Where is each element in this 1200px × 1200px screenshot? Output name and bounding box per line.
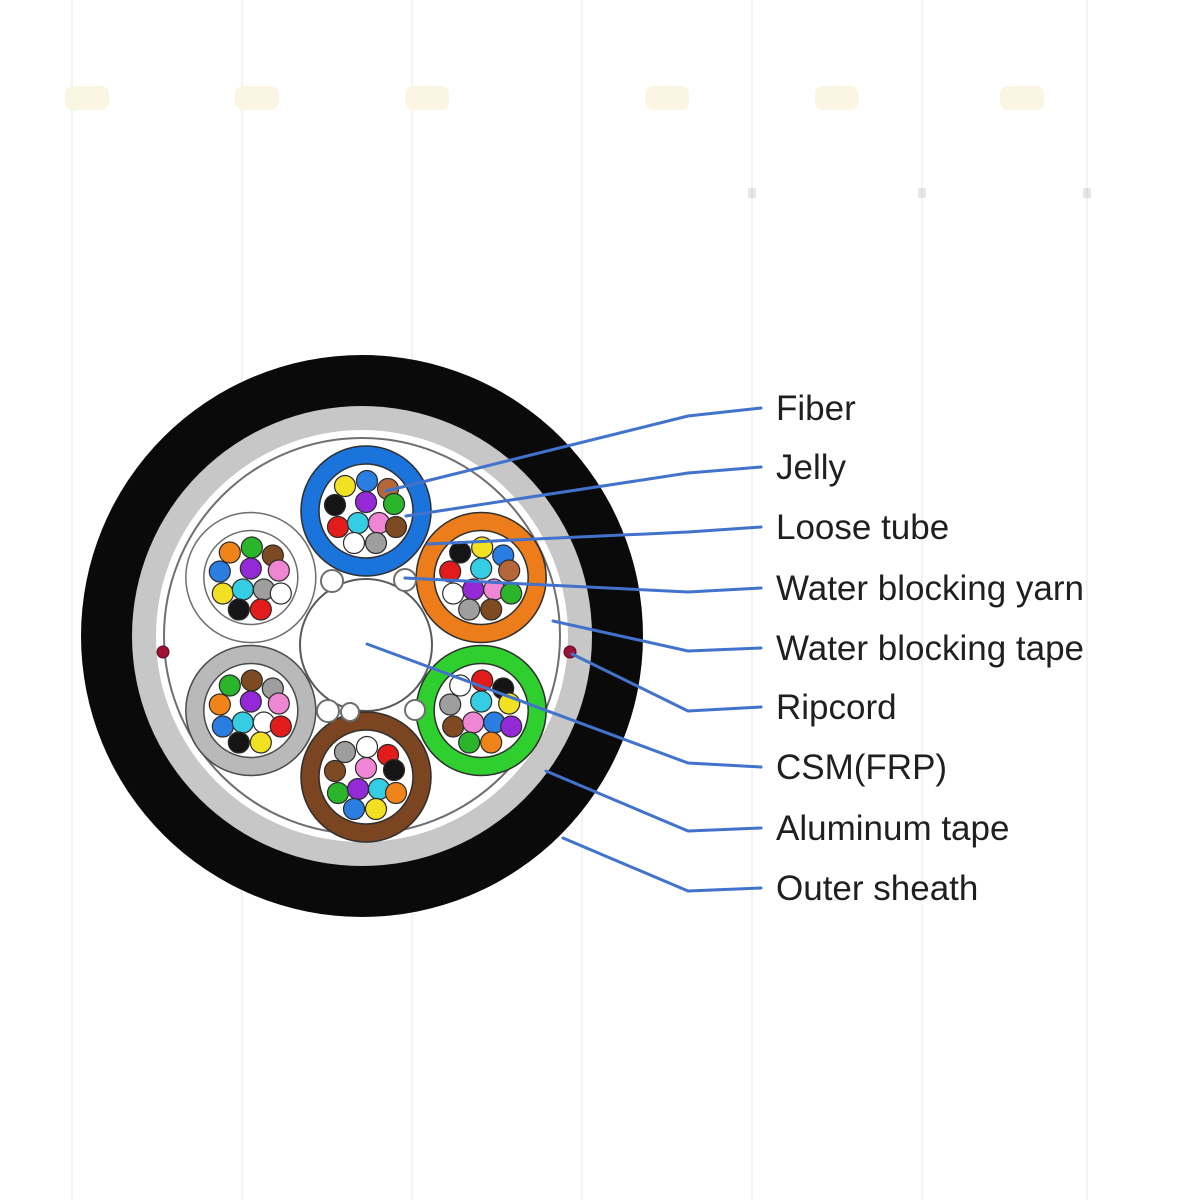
- fiber-dot-white: [269, 582, 292, 605]
- loose-tube-gray: [185, 644, 317, 777]
- fiber-dot-yellow: [364, 797, 388, 821]
- fiber-dot-aqua: [231, 711, 254, 734]
- fiber-dot-red: [269, 715, 292, 738]
- fiber-dot-sienna: [498, 559, 521, 582]
- loose-tube-white: [185, 511, 317, 644]
- fiber-dot-orange: [208, 693, 231, 716]
- fiber-dot-yellow: [249, 731, 272, 754]
- fiber-dot-blue: [211, 715, 234, 738]
- label-ripcord: Ripcord: [776, 688, 897, 727]
- fiber-dot-aqua: [470, 557, 493, 580]
- fiber-dot-black: [227, 598, 250, 621]
- leader-line-fiber: [384, 406, 763, 493]
- water-blocking-yarn-circle: [340, 702, 360, 722]
- label-outer-sheath: Outer sheath: [776, 869, 978, 908]
- water-blocking-yarn-circle: [404, 699, 426, 721]
- fiber-dot-violet: [239, 557, 262, 580]
- fiber-dot-black: [449, 541, 472, 564]
- watermark-smudge: [65, 86, 109, 110]
- fiber-dot-rose: [354, 756, 378, 780]
- fiber-dot-red: [439, 560, 462, 583]
- water-blocking-yarn-circle: [320, 569, 344, 593]
- loose-tube-blue: [300, 445, 432, 577]
- leader-line-aluminum-tape: [544, 769, 763, 833]
- fiber-dot-blue: [208, 560, 231, 583]
- fiber-dot-orange: [218, 541, 241, 564]
- label-csm-frp: CSM(FRP): [776, 748, 947, 787]
- fiber-dot-aqua: [470, 690, 493, 713]
- watermark-smudge: [1000, 86, 1044, 110]
- watermark-smudge: [645, 86, 689, 110]
- fiber-dot-violet: [500, 715, 523, 738]
- fiber-dot-rose: [462, 711, 485, 734]
- fiber-dot-green: [240, 536, 263, 559]
- fiber-dot-brown: [480, 598, 503, 621]
- faint-grid-nub: [1083, 188, 1091, 198]
- fiber-dot-brown: [442, 715, 465, 738]
- fiber-dot-brown: [323, 759, 347, 783]
- fiber-dot-white: [355, 735, 379, 759]
- ripcord-dot-left: [156, 645, 170, 659]
- fiber-dot-orange: [384, 781, 408, 805]
- loose-tube-orange: [415, 511, 547, 644]
- fiber-dot-slate: [364, 531, 388, 555]
- fiber-dot-black: [323, 493, 347, 517]
- fiber-dot-violet: [239, 690, 262, 713]
- watermark-smudge: [235, 86, 279, 110]
- fiber-dot-black: [227, 731, 250, 754]
- faint-grid-nub: [748, 188, 756, 198]
- fiber-dot-blue: [355, 469, 379, 493]
- water-blocking-yarns: [316, 568, 426, 723]
- loose-tube-green: [415, 644, 547, 777]
- fiber-dot-aqua: [346, 511, 370, 535]
- watermark-smudge: [815, 86, 859, 110]
- fiber-dot-green: [500, 582, 523, 605]
- leader-line-water-blocking-tape: [551, 619, 763, 653]
- fiber-dot-slate: [439, 693, 462, 716]
- fiber-dot-slate: [333, 740, 357, 764]
- label-water-blocking-tape: Water blocking tape: [776, 629, 1084, 668]
- fiber-dot-yellow: [211, 582, 234, 605]
- fiber-dot-green: [382, 492, 406, 516]
- water-blocking-yarn-circle: [316, 699, 340, 723]
- fiber-dot-slate: [458, 598, 481, 621]
- fiber-dot-red: [326, 515, 350, 539]
- water-blocking-yarn-circle: [393, 568, 417, 592]
- watermark-smudge: [405, 86, 449, 110]
- fiber-dot-green: [218, 674, 241, 697]
- label-jelly: Jelly: [776, 448, 847, 487]
- label-fiber: Fiber: [776, 389, 856, 428]
- fiber-dot-black: [382, 758, 406, 782]
- leader-line-csm-frp: [365, 642, 763, 769]
- fiber-dot-white: [342, 531, 366, 555]
- label-loose-tube: Loose tube: [776, 508, 949, 547]
- fiber-dot-rose: [267, 692, 290, 715]
- fiber-dot-green: [326, 781, 350, 805]
- fiber-dot-aqua: [231, 578, 254, 601]
- loose-tube-brown: [300, 711, 432, 843]
- fiber-dot-yellow: [333, 474, 357, 498]
- fiber-dot-red: [249, 598, 272, 621]
- fiber-dot-green: [458, 731, 481, 754]
- leader-line-jelly: [404, 465, 763, 518]
- faint-grid-nub: [918, 188, 926, 198]
- label-water-blocking-yarn: Water blocking yarn: [776, 569, 1084, 608]
- fiber-dot-brown: [240, 669, 263, 692]
- leader-line-ripcord: [570, 652, 763, 713]
- fiber-dot-white: [442, 582, 465, 605]
- label-aluminum-tape: Aluminum tape: [776, 809, 1009, 848]
- fiber-dot-violet: [346, 777, 370, 801]
- fiber-dot-rose: [267, 559, 290, 582]
- leader-line-outer-sheath: [561, 836, 763, 893]
- fiber-dot-violet: [354, 490, 378, 514]
- fiber-dot-blue: [342, 797, 366, 821]
- leader-line-loose-tube: [426, 525, 763, 546]
- leader-line-water-blocking-yarn: [403, 576, 763, 594]
- fiber-dot-brown: [384, 515, 408, 539]
- fiber-dot-orange: [480, 731, 503, 754]
